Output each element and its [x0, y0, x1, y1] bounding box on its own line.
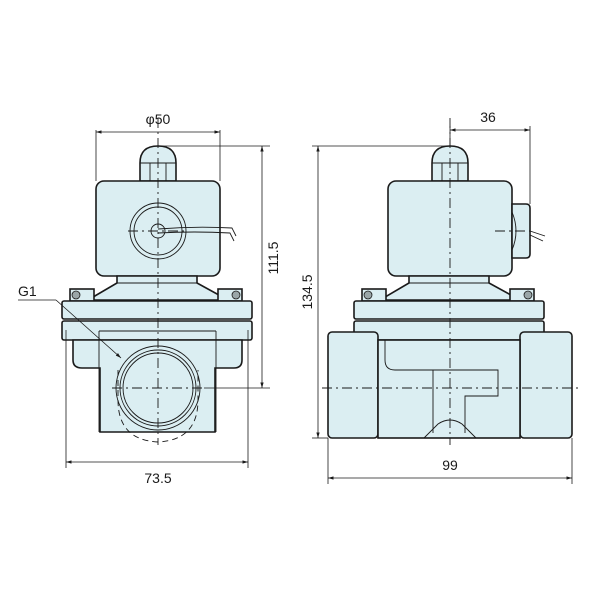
dim-diameter: φ50: [146, 111, 171, 127]
dim-height-side: 134.5: [299, 274, 315, 309]
dim-coil-offset: 36: [480, 109, 496, 125]
dim-height-front: 111.5: [265, 241, 281, 274]
front-dimensions: φ50 111.5 73.5 G1: [18, 111, 281, 486]
side-view: [322, 118, 580, 445]
dim-length-side: 99: [442, 457, 458, 473]
front-view: [61, 118, 253, 445]
port-thread-label: G1: [18, 283, 37, 299]
dim-width-front: 73.5: [144, 470, 171, 486]
side-dimensions: 36 134.5 99: [299, 109, 573, 484]
